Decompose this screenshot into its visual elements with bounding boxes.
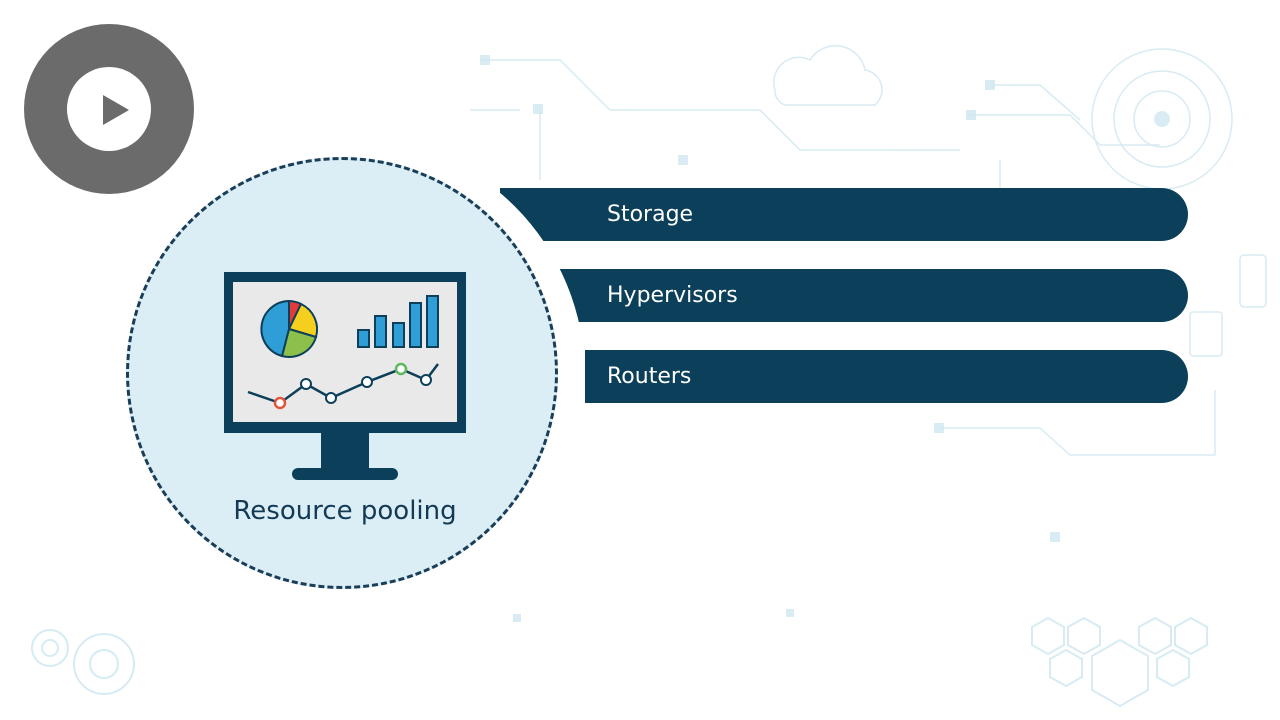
- play-icon: [103, 95, 129, 125]
- bar-label-storage: Storage: [607, 202, 694, 227]
- bar-hypervisors[interactable]: Hypervisors: [560, 269, 1188, 322]
- bar-storage[interactable]: Storage: [500, 188, 1188, 241]
- monitor-dashboard-icon: [224, 272, 466, 480]
- play-button-inner: [67, 67, 151, 151]
- resource-pooling-label: Resource pooling: [233, 496, 457, 526]
- play-button[interactable]: [24, 24, 194, 194]
- bar-routers[interactable]: Routers: [585, 350, 1188, 403]
- bar-label-hypervisors: Hypervisors: [607, 283, 738, 308]
- bar-label-routers: Routers: [607, 364, 692, 389]
